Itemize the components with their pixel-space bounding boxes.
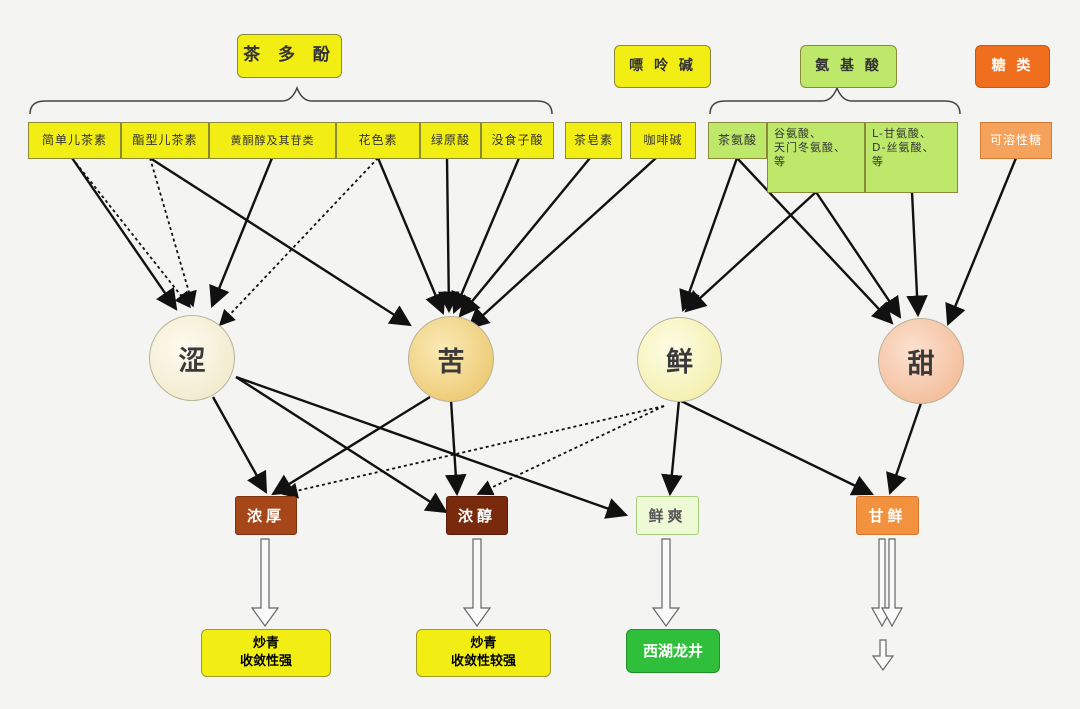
result-1-line-1: 炒青 [252, 636, 279, 652]
hollow-arrow-4b [880, 538, 904, 628]
polyphenol-brace [29, 85, 553, 115]
hollow-arrow-1 [250, 538, 280, 628]
glycine-line-2: D-丝氨酸、 [872, 140, 935, 154]
result-1-line-2: 收敛性强 [239, 654, 292, 669]
result-stir-fried-strong: 炒青 收敛性强 [201, 629, 331, 677]
purine-header: 嘌 呤 碱 [614, 45, 711, 88]
glutamic-line-2: 天门冬氨酸、 [774, 140, 846, 154]
compound-anthocyanins: 花色素 [336, 122, 420, 159]
result-2-line-1: 炒青 [470, 636, 497, 652]
solid-arrows [71, 156, 1018, 519]
character-thick: 浓厚 [235, 496, 297, 535]
compound-simple-catechins: 简单儿茶素 [28, 122, 121, 159]
hollow-arrow-2 [462, 538, 492, 628]
compound-glycine-serine: L-甘氨酸、 D-丝氨酸、 等 [865, 122, 958, 193]
glutamic-line-1: 谷氨酸、 [774, 127, 822, 140]
result-2-line-2: 收敛性较强 [450, 654, 516, 669]
compound-caffeine: 咖啡碱 [630, 122, 696, 159]
glutamic-line-3: 等 [774, 154, 786, 168]
amino-brace [709, 85, 961, 115]
glycine-line-1: L-甘氨酸、 [872, 127, 932, 140]
sugars-header: 糖 类 [975, 45, 1050, 88]
compound-chlorogenic-acid: 绿原酸 [420, 122, 481, 159]
character-sweet-fresh: 甘鲜 [856, 496, 919, 535]
compound-glutamic-aspartic: 谷氨酸、 天门冬氨酸、 等 [767, 122, 865, 193]
result-west-lake-longjing: 西湖龙井 [626, 629, 720, 673]
compound-soluble-sugar: 可溶性糖 [980, 122, 1052, 159]
glycine-line-3: 等 [872, 154, 884, 168]
amino-acids-header: 氨 基 酸 [800, 45, 897, 88]
character-mellow: 浓醇 [446, 496, 508, 535]
compound-saponin: 茶皂素 [565, 122, 622, 159]
compound-ester-catechins: 酯型儿茶素 [121, 122, 209, 159]
compound-gallic-acid: 没食子酸 [481, 122, 554, 159]
polyphenols-header: 茶 多 酚 [237, 34, 342, 78]
compound-theanine: 茶氨酸 [708, 122, 767, 159]
dotted-arrows [71, 157, 665, 499]
taste-sweet: 甜 [878, 318, 964, 404]
taste-astringent: 涩 [149, 315, 235, 401]
hollow-arrow-3 [651, 538, 681, 628]
hollow-arrows [250, 538, 904, 672]
taste-bitter: 苦 [408, 316, 494, 402]
result-stir-fried-fairly-strong: 炒青 收敛性较强 [416, 629, 551, 677]
character-fresh: 鲜爽 [636, 496, 699, 535]
taste-umami: 鲜 [637, 317, 722, 402]
hollow-arrow-5 [871, 639, 895, 672]
compound-flavonols: 黄酮醇及其苷类 [209, 122, 336, 159]
